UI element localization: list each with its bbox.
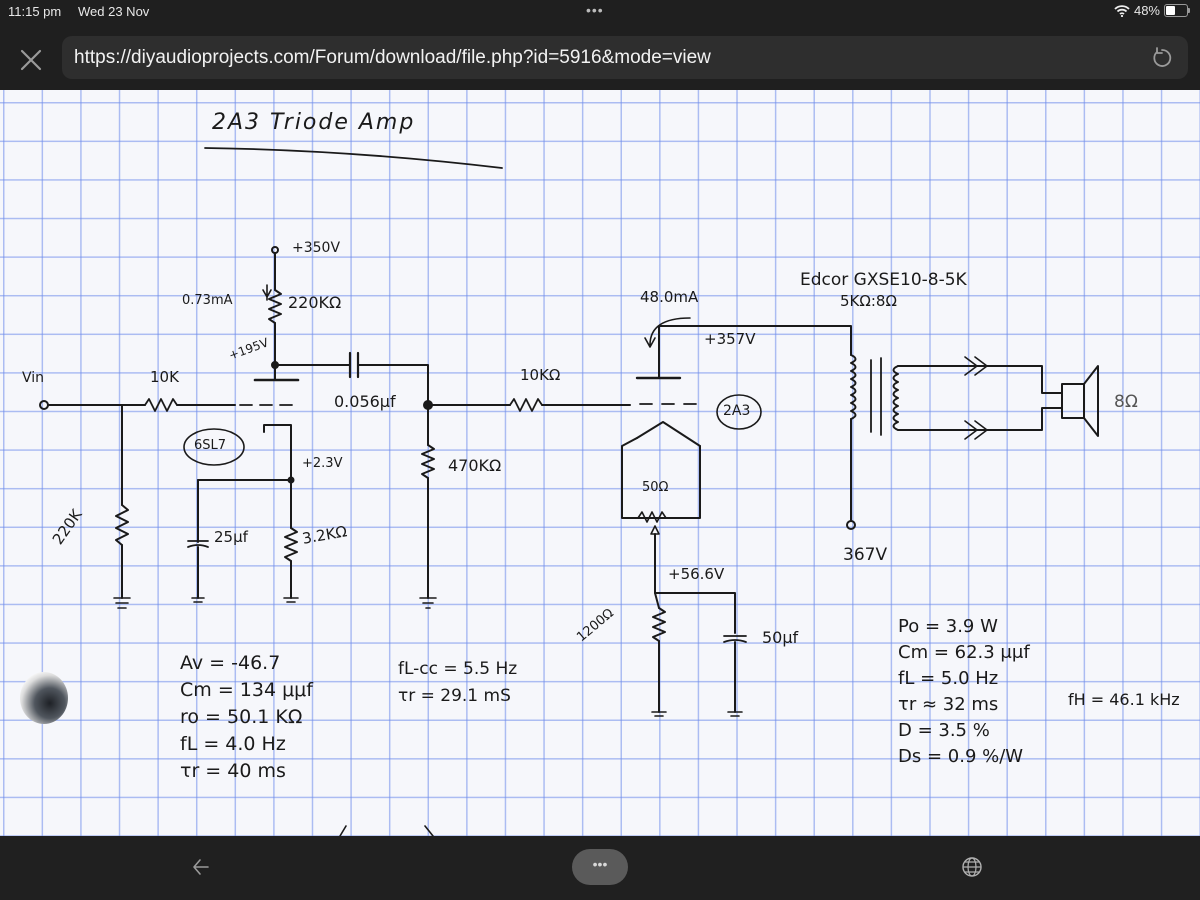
- label-coupling-cap: 0.056μf: [334, 392, 396, 411]
- binder-hole: [20, 672, 68, 724]
- label-cathode-voltage-2: +56.6V: [668, 565, 725, 583]
- back-arrow-icon: [193, 859, 209, 875]
- label-hum-pot: 50Ω: [642, 480, 669, 495]
- globe-icon: [962, 857, 982, 877]
- label-supply-voltage: +350V: [292, 240, 341, 256]
- reload-icon: [1153, 47, 1172, 67]
- status-right: 48%: [1114, 3, 1190, 18]
- label-grid-resistor-2: 470KΩ: [448, 456, 502, 475]
- calc-fh: fH = 46.1 kHz: [1068, 690, 1180, 709]
- calc-av: Av = -46.7: [180, 652, 281, 674]
- calc-po: Po = 3.9 W: [898, 616, 998, 637]
- label-cathode-cap-1: 25μf: [214, 528, 248, 546]
- label-plate-resistor-1: 220KΩ: [288, 293, 342, 312]
- label-speaker: 8Ω: [1114, 392, 1138, 412]
- calc-tr-out: τr ≈ 32 ms: [898, 694, 999, 715]
- document-viewer[interactable]: 2A3 Triode Amp Vin 10K 220K +350V 0.73mA…: [0, 90, 1200, 836]
- status-date: Wed 23 Nov: [78, 4, 150, 19]
- label-transformer-ratio: 5KΩ:8Ω: [840, 292, 897, 310]
- label-b-plus: 367V: [843, 545, 888, 565]
- url-text[interactable]: https://diyaudioprojects.com/Forum/downl…: [74, 47, 711, 68]
- calc-cm-out: Cm = 62.3 μμf: [898, 642, 1030, 663]
- output-calculations: Po = 3.9 W Cm = 62.3 μμf fL = 5.0 Hz τr …: [898, 614, 1030, 770]
- label-transformer: Edcor GXSE10-8-5K: [800, 270, 967, 290]
- back-button[interactable]: [190, 856, 212, 878]
- calc-tr: τr = 40 ms: [180, 760, 286, 782]
- status-time: 11:15 pm: [8, 4, 62, 19]
- more-options-button[interactable]: •••: [572, 849, 628, 885]
- document-title: 2A3 Triode Amp: [212, 110, 416, 135]
- calc-tr-cc: τr = 29.1 mS: [398, 686, 511, 706]
- label-cathode-voltage-1: +2.3V: [302, 456, 343, 471]
- label-plate-current-2: 48.0mA: [640, 288, 699, 306]
- schematic-drawing: [39, 147, 1099, 836]
- wifi-icon: [1114, 4, 1130, 17]
- label-cathode-cap-2: 50μf: [762, 628, 799, 647]
- battery-percent: 48%: [1133, 3, 1160, 18]
- label-input-resistor: 10K: [150, 368, 179, 386]
- coupling-calculations: fL-cc = 5.5 Hz τr = 29.1 mS: [398, 656, 517, 710]
- calc-d: D = 3.5 %: [898, 720, 990, 741]
- status-bar: 11:15 pm Wed 23 Nov ••• 48%: [0, 0, 1200, 26]
- label-vin: Vin: [22, 370, 45, 386]
- calc-cm: Cm = 134 μμf: [180, 679, 313, 701]
- bottom-toolbar: •••: [0, 836, 1200, 900]
- calc-ro: ro = 50.1 KΩ: [180, 706, 303, 728]
- label-plate-voltage-2: +357V: [704, 330, 756, 348]
- reload-button[interactable]: [1150, 46, 1174, 70]
- stage1-calculations: Av = -46.7 Cm = 134 μμf ro = 50.1 KΩ fL …: [180, 650, 313, 785]
- calc-fl-cc: fL-cc = 5.5 Hz: [398, 659, 518, 679]
- close-button[interactable]: [18, 47, 44, 73]
- battery-icon: [1164, 4, 1190, 17]
- calc-fl-out: fL = 5.0 Hz: [898, 668, 999, 689]
- calc-fl: fL = 4.0 Hz: [180, 733, 286, 755]
- close-icon: [20, 49, 42, 71]
- label-grid-stopper: 10KΩ: [520, 366, 561, 384]
- label-plate-current-1: 0.73mA: [182, 293, 233, 308]
- address-bar[interactable]: https://diyaudioprojects.com/Forum/downl…: [62, 36, 1188, 79]
- multitasking-indicator[interactable]: •••: [586, 2, 604, 18]
- globe-button[interactable]: [960, 855, 984, 879]
- label-tube-2a3: 2A3: [723, 403, 751, 419]
- label-tube-6sl7: 6SL7: [194, 438, 227, 453]
- calc-ds: Ds = 0.9 %/W: [898, 746, 1024, 767]
